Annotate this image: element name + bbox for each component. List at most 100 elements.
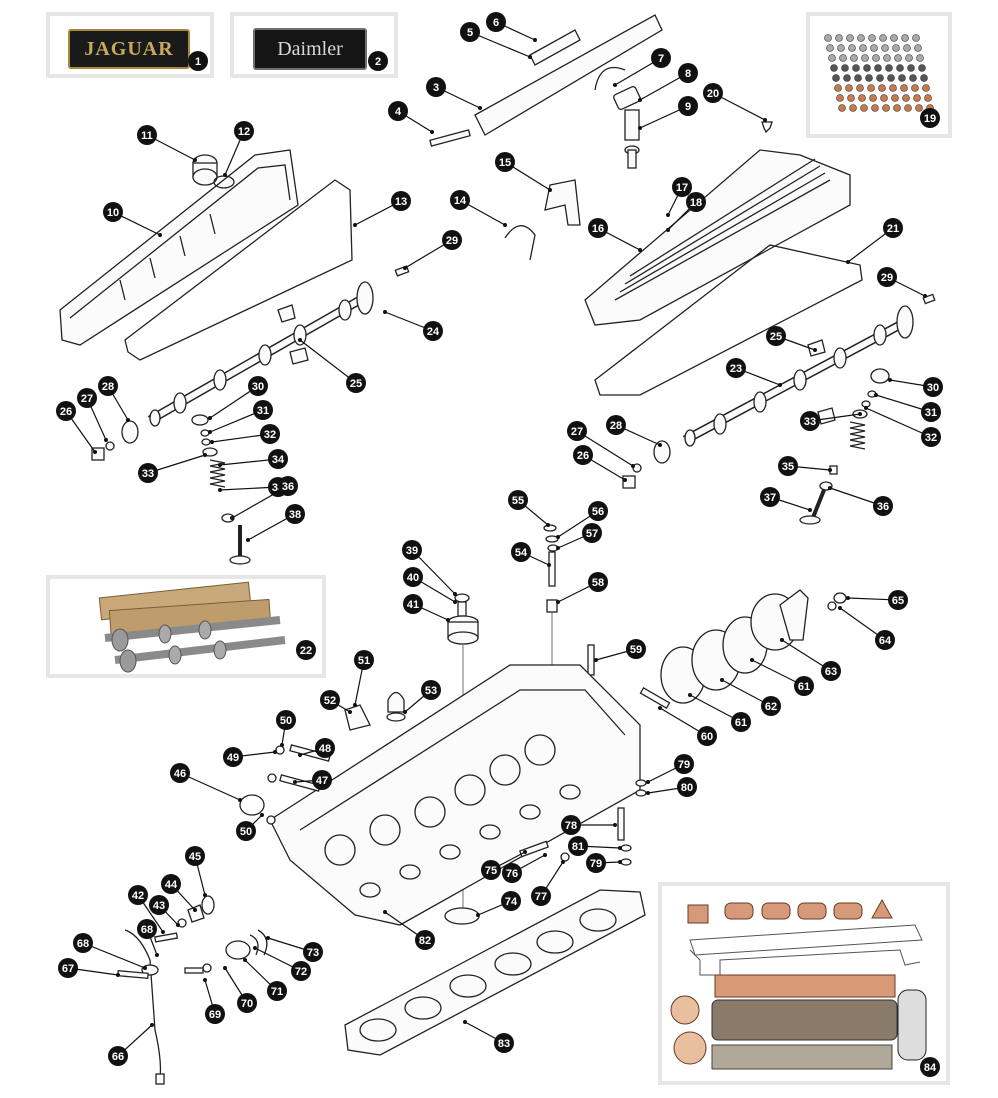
callout-c40: 40 <box>403 567 423 587</box>
callout-number: 61 <box>798 681 810 693</box>
callout-c55: 55 <box>508 490 528 510</box>
leader-line <box>865 407 932 438</box>
callout-c17: 17 <box>672 177 692 197</box>
callout-c34a: 34 <box>268 449 288 469</box>
callout-c56: 56 <box>588 501 608 521</box>
callout-c47: 47 <box>312 770 332 790</box>
leader-arrow <box>780 638 784 642</box>
callout-c1: 1 <box>188 51 208 71</box>
callout-badge <box>697 726 717 746</box>
callout-number: 30 <box>927 382 939 394</box>
callout-badge <box>686 192 706 212</box>
washer-80 <box>635 789 647 797</box>
seal-ring <box>848 44 856 52</box>
callout-number: 11 <box>141 130 153 142</box>
leader-arrow <box>548 188 552 192</box>
jaguar-logo: JAGUAR <box>68 29 190 69</box>
callout-c32a: 32 <box>260 424 280 444</box>
callout-number: 28 <box>610 420 622 432</box>
callout-number: 45 <box>189 851 201 863</box>
seal-ring <box>830 64 838 72</box>
callout-c61a: 61 <box>731 712 751 732</box>
bearing-cap-25-left <box>277 304 296 323</box>
callout-number: 39 <box>406 545 418 557</box>
leader-arrow <box>260 813 264 817</box>
seal-ring <box>911 84 919 92</box>
callout-c69: 69 <box>205 1004 225 1024</box>
callout-number: 6 <box>493 17 499 29</box>
leader-arrow <box>546 523 550 527</box>
callout-badge <box>368 51 388 71</box>
callout-badge <box>391 191 411 211</box>
leader-arrow <box>828 486 832 490</box>
callout-badge <box>73 933 93 953</box>
callout-c20: 20 <box>703 83 723 103</box>
leader-arrow <box>203 978 207 982</box>
callout-c82: 82 <box>415 930 435 950</box>
callout-number: 18 <box>690 197 702 209</box>
callout-badge <box>276 710 296 730</box>
callout-number: 62 <box>765 701 777 713</box>
leader-arrow <box>158 233 162 237</box>
callout-c80: 80 <box>677 777 697 797</box>
seal-ring <box>915 104 923 112</box>
leader-arrow <box>864 406 868 410</box>
leader-arrow <box>238 798 242 802</box>
callout-c58: 58 <box>588 572 608 592</box>
callout-badge <box>511 542 531 562</box>
callout-badge <box>923 377 943 397</box>
callout-c32b: 32 <box>921 427 941 447</box>
head-gasket <box>344 889 646 1056</box>
callout-number: 59 <box>630 644 642 656</box>
callout-badge <box>138 463 158 483</box>
seal-ring <box>872 54 880 62</box>
callout-c66: 66 <box>108 1046 128 1066</box>
callout-badge <box>260 424 280 444</box>
daimler-logo-text: Daimler <box>277 37 343 60</box>
callout-c84: 84 <box>920 1057 940 1077</box>
callout-badge <box>278 476 298 496</box>
seal-ring <box>896 64 904 72</box>
callout-number: 24 <box>427 326 440 338</box>
leader-line <box>82 942 146 969</box>
callout-number: 34 <box>272 454 285 466</box>
callout-badge <box>531 886 551 906</box>
callout-number: 3 <box>433 82 439 94</box>
leader-arrow <box>353 703 357 707</box>
leader-arrow <box>353 223 357 227</box>
callout-c24: 24 <box>423 321 443 341</box>
cam-cover-left <box>59 149 299 346</box>
callout-c48: 48 <box>315 738 335 758</box>
callout-c79a: 79 <box>674 754 694 774</box>
callout-number: 73 <box>307 947 319 959</box>
callout-c45: 45 <box>185 846 205 866</box>
seal-ring <box>891 94 899 102</box>
camshaft-photo <box>98 581 286 673</box>
seal-ring <box>834 84 842 92</box>
callout-c4: 4 <box>388 101 408 121</box>
jaguar-logo-text: JAGUAR <box>84 37 174 60</box>
leader-arrow <box>273 750 277 754</box>
leader-arrow <box>463 1020 467 1024</box>
seal-ring <box>879 34 887 42</box>
leader-arrow <box>888 378 892 382</box>
callout-c33a: 33 <box>138 463 158 483</box>
leader-arrow <box>838 606 842 610</box>
callout-badge <box>137 919 157 939</box>
leader-arrow <box>223 173 227 177</box>
callout-c25b: 25 <box>766 326 786 346</box>
leader-arrow <box>453 600 457 604</box>
seal-ring <box>880 94 888 102</box>
callout-badge <box>450 190 470 210</box>
callout-c74: 74 <box>501 891 521 911</box>
callout-number: 50 <box>280 715 292 727</box>
seal-ring <box>912 34 920 42</box>
seal-ring <box>914 44 922 52</box>
leader-arrow <box>543 853 547 857</box>
callout-c2: 2 <box>368 51 388 71</box>
leader-arrow <box>218 488 222 492</box>
callout-c67: 67 <box>58 958 78 978</box>
callout-badge <box>312 770 332 790</box>
callout-number: 30 <box>252 381 264 393</box>
seal-ring <box>858 94 866 102</box>
